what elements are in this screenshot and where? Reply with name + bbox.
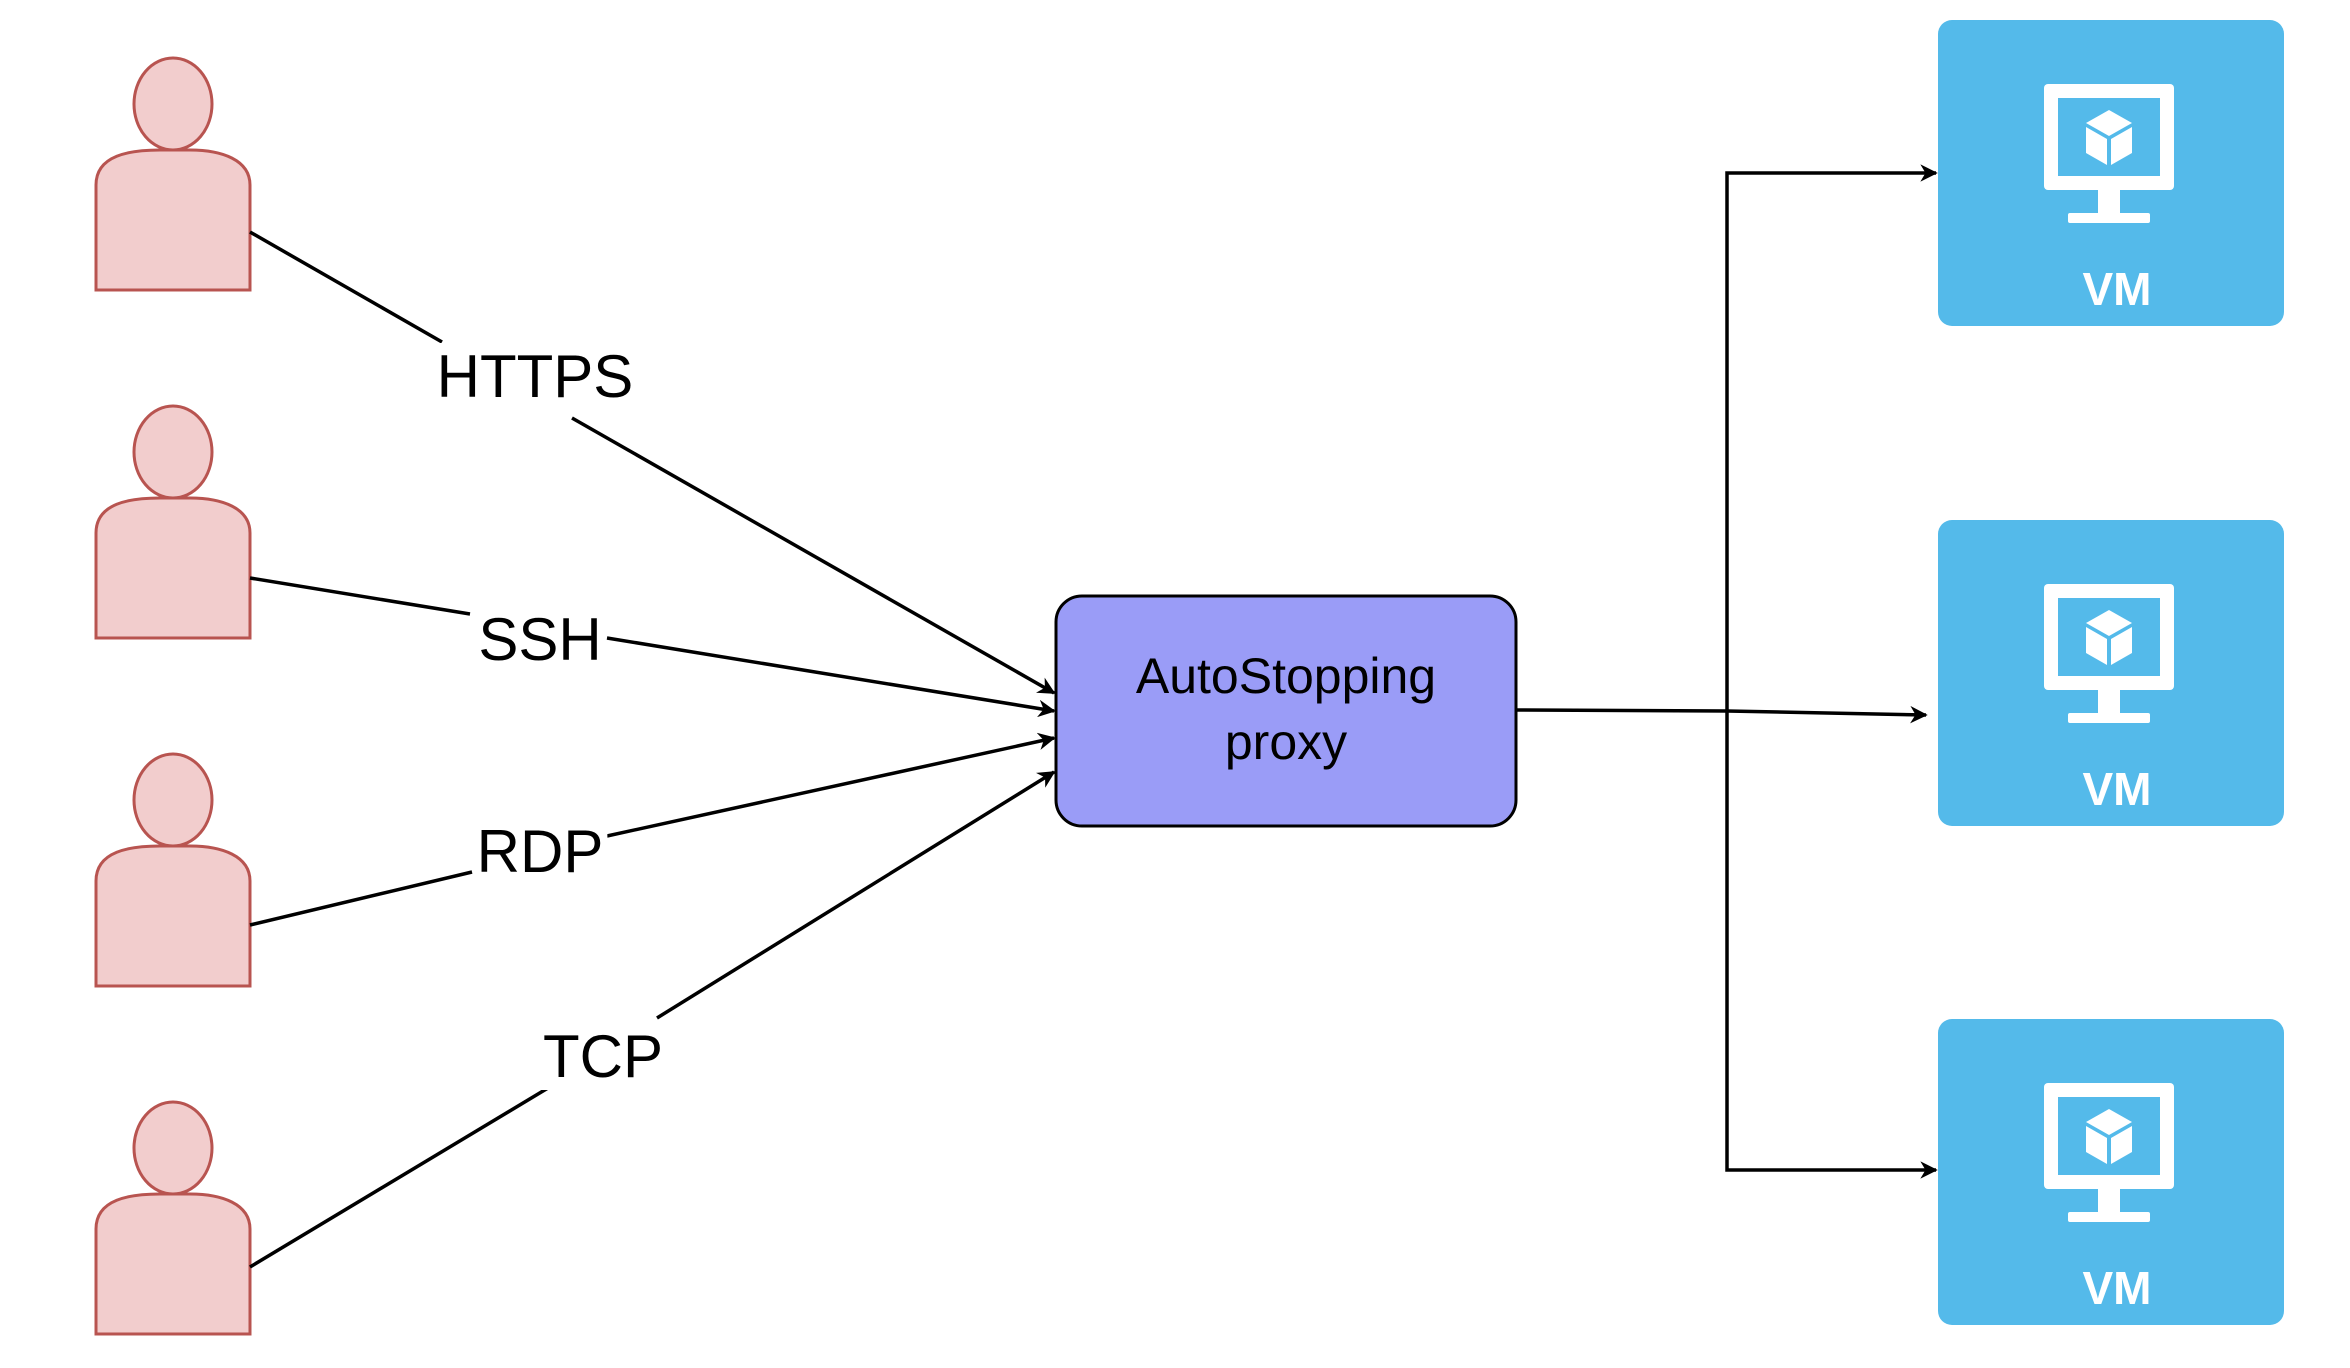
proxy-label-line2: proxy: [1225, 714, 1347, 770]
virtual-machine-icon: [2044, 84, 2174, 223]
proxy-to-vm-connectors: [1515, 164, 1938, 1179]
label-background: [474, 606, 606, 673]
connection-ssh[interactable]: SSH: [249, 576, 1056, 718]
virtual-machine-icon: [2044, 584, 2174, 723]
vm-3[interactable]: VM: [1938, 1019, 2284, 1325]
autostopping-proxy[interactable]: AutoStopping proxy: [1054, 594, 1518, 828]
user-icon: [94, 1100, 252, 1336]
connection-rdp[interactable]: RDP: [249, 732, 1056, 927]
user-icon: [94, 404, 252, 640]
vm-label: VM: [2083, 1262, 2152, 1314]
vm-1[interactable]: VM: [1938, 20, 2284, 326]
vm-label: VM: [2083, 763, 2152, 815]
connection-label-ssh: SSH: [478, 606, 601, 673]
label-background: [539, 1023, 667, 1090]
label-background: [432, 343, 638, 410]
label-background: [472, 818, 608, 885]
user-icon: [94, 752, 252, 988]
user-3[interactable]: [94, 752, 252, 988]
vm-label: VM: [2083, 263, 2152, 315]
proxy-label-line1: AutoStopping: [1136, 648, 1436, 704]
user-1[interactable]: [94, 56, 252, 292]
connection-https[interactable]: HTTPS: [249, 230, 1056, 695]
connection-tcp[interactable]: TCP: [249, 770, 1056, 1269]
user-2[interactable]: [94, 404, 252, 640]
connection-label-https: HTTPS: [437, 343, 634, 410]
user-4[interactable]: [94, 1100, 252, 1336]
connection-label-tcp: TCP: [543, 1023, 663, 1090]
vm-2[interactable]: VM: [1938, 520, 2284, 826]
connection-label-rdp: RDP: [477, 818, 604, 885]
virtual-machine-icon: [2044, 1083, 2174, 1222]
user-icon: [94, 56, 252, 292]
